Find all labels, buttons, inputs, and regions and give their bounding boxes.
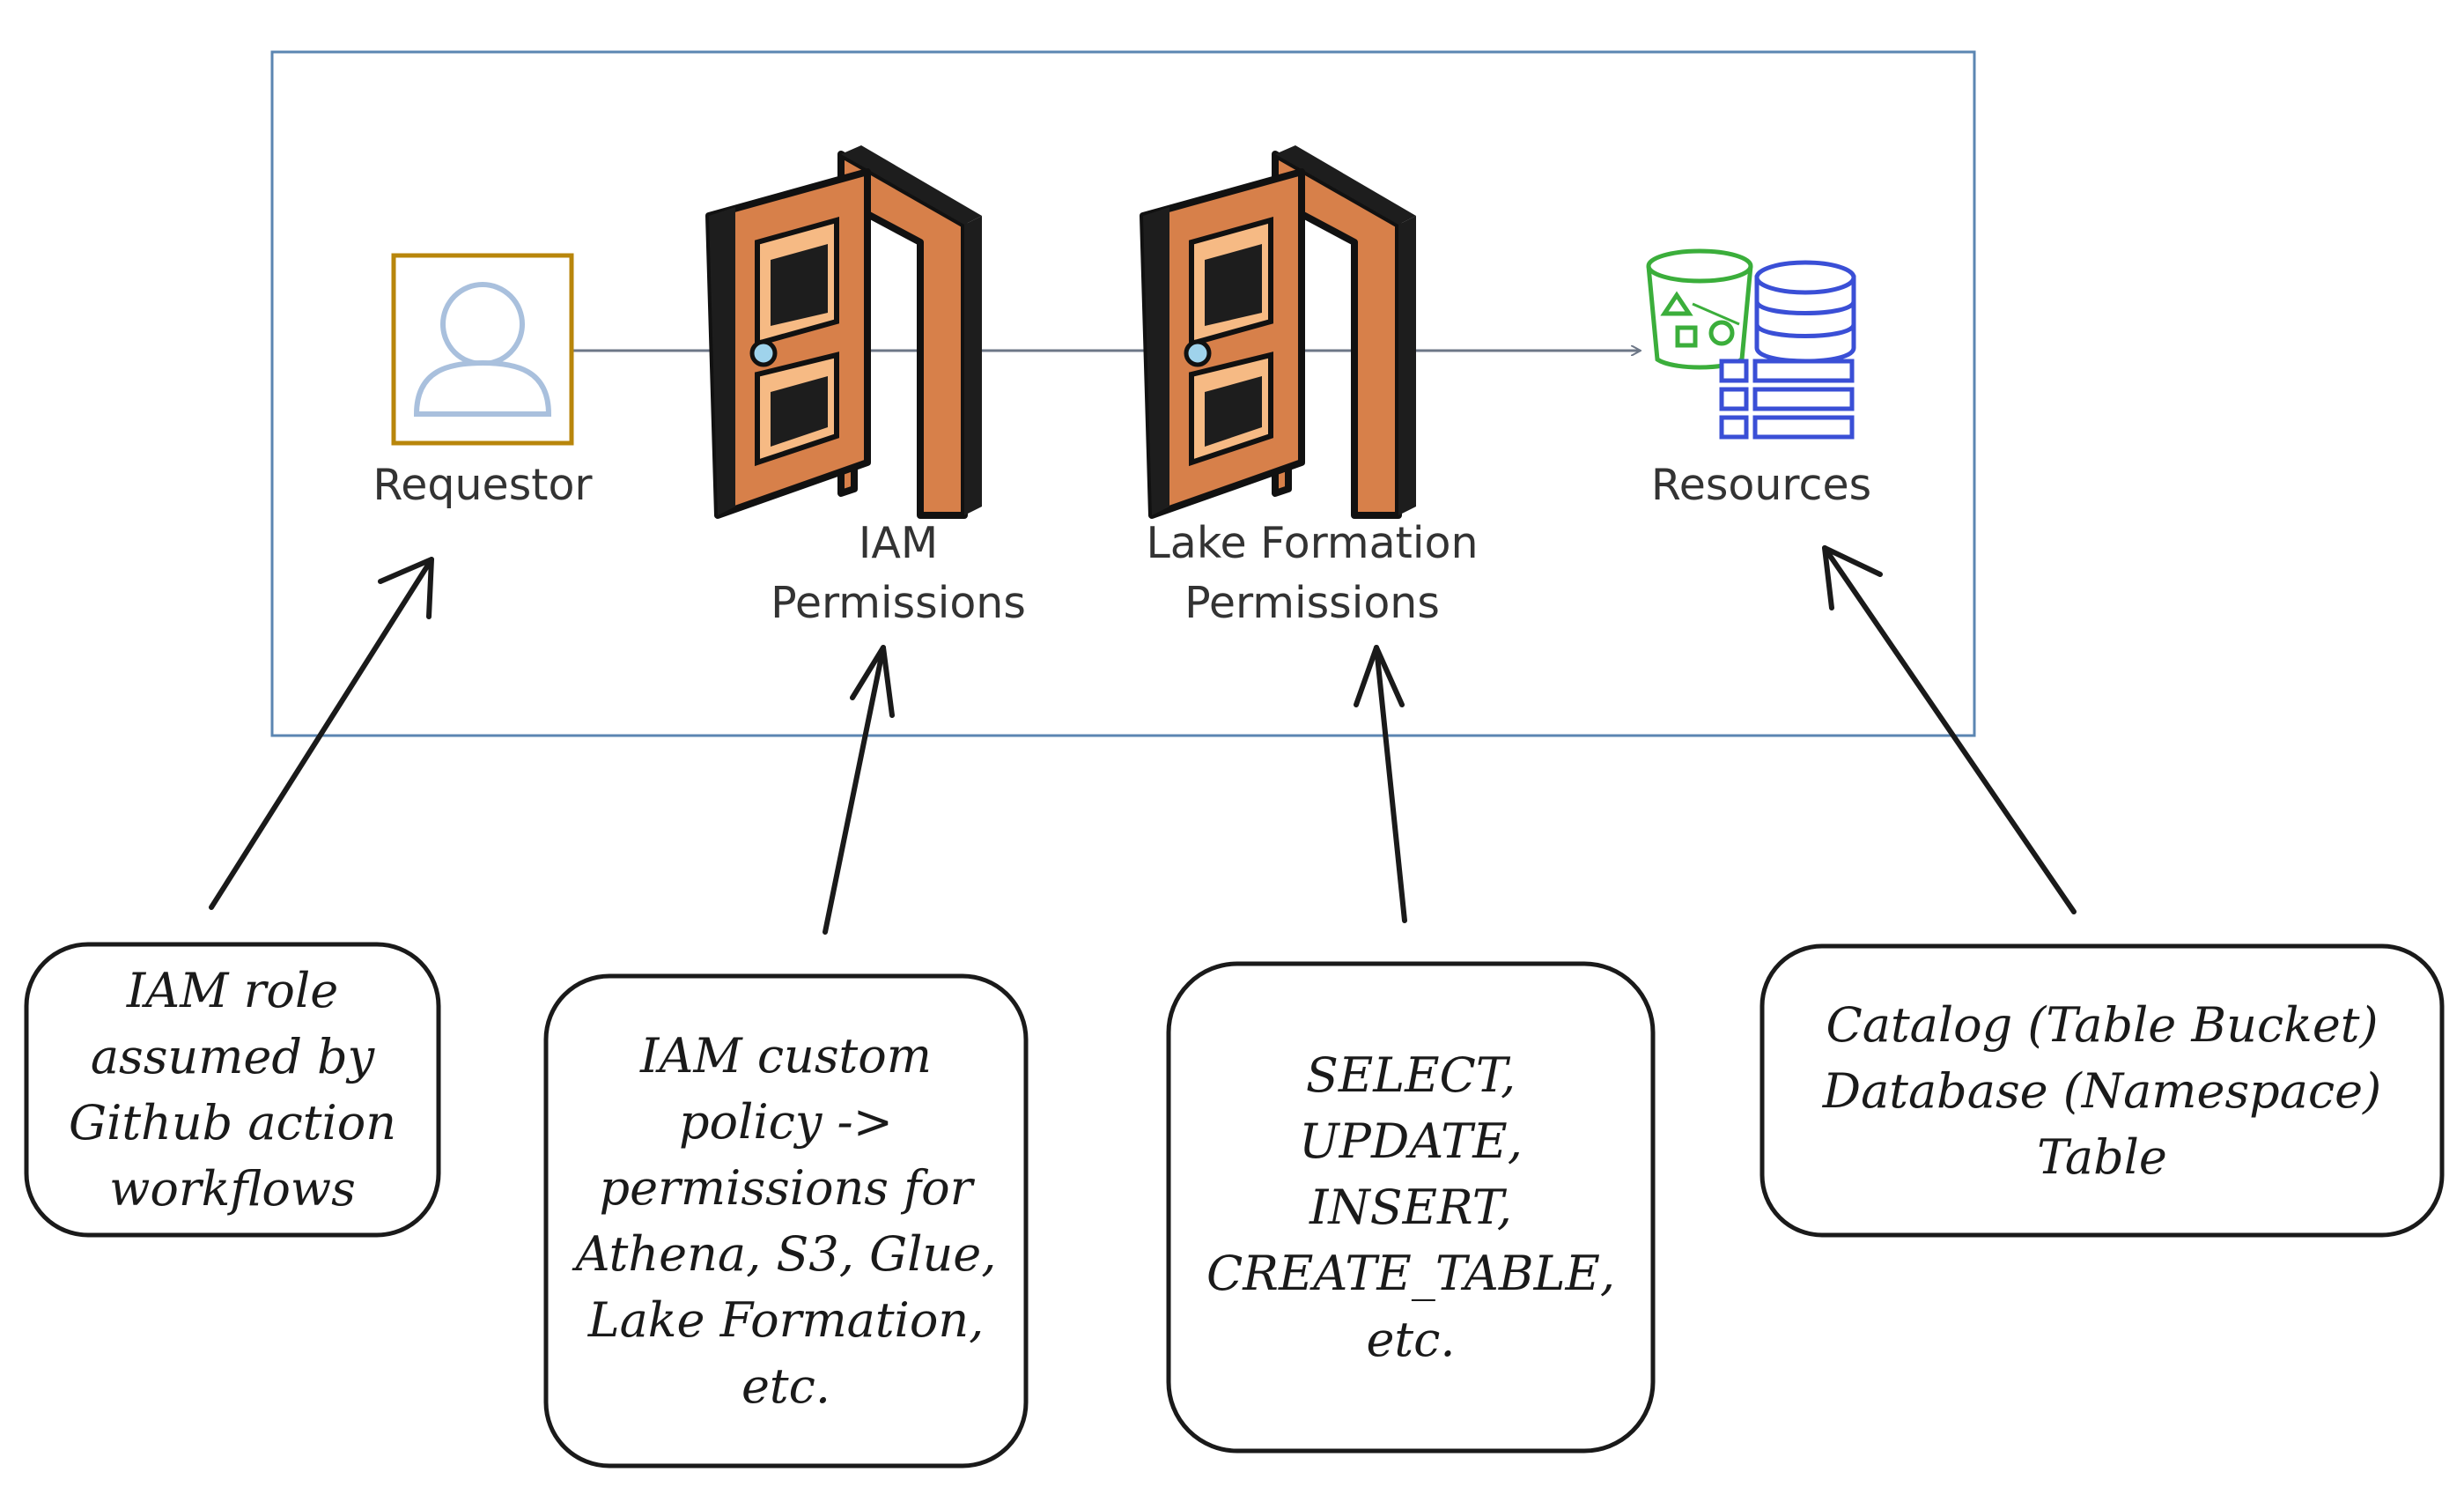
note-lake-formation: SELECT, UPDATE, INSERT, CREATE_TABLE, et…: [1169, 964, 1653, 1451]
door-icon: [705, 145, 982, 519]
database-bucket-icon: [1646, 248, 1856, 440]
note-line: UPDATE,: [1299, 1113, 1523, 1169]
note-box-lake-formation: [1166, 961, 1656, 1454]
lake-formation-label-line: Permissions: [1184, 578, 1440, 628]
note-line: INSERT,: [1309, 1180, 1512, 1235]
annotation-arrow-lake-formation: [1354, 645, 1407, 923]
requestor-label: Requestor: [350, 455, 615, 515]
note-requestor: IAM role assumed by Github action workfl…: [26, 944, 439, 1235]
annotation-arrow-resources: [1822, 545, 2077, 914]
resources-label-text: Resources: [1650, 460, 1872, 510]
annotation-arrow-iam: [823, 645, 895, 935]
note-line: Lake Formation,: [587, 1292, 985, 1348]
note-box-resources: [1759, 943, 2445, 1238]
note-box-iam: [543, 973, 1029, 1469]
note-line: SELECT,: [1305, 1047, 1516, 1103]
note-line: etc.: [1366, 1312, 1456, 1367]
table-icon: [1719, 359, 1855, 440]
iam-permissions-label: IAM Permissions: [766, 514, 1030, 633]
note-line: permissions for: [599, 1160, 973, 1216]
note-line: Athena, S3, Glue,: [575, 1226, 997, 1282]
database-icon: [1754, 260, 1856, 364]
lake-formation-permissions-label: Lake Formation Permissions: [1136, 514, 1488, 633]
lake-formation-label-line: Lake Formation: [1146, 518, 1479, 568]
iam-permissions-label-line: Permissions: [771, 578, 1026, 628]
note-line: CREATE_TABLE,: [1206, 1246, 1616, 1301]
note-box-requestor: [24, 942, 441, 1238]
note-line: workflows: [109, 1161, 356, 1217]
annotation-arrow-requestor: [209, 557, 434, 910]
note-line: policy ->: [678, 1094, 894, 1150]
iam-permissions-label-line: IAM: [858, 518, 939, 568]
bucket-icon: [1646, 248, 1753, 370]
note-line: etc.: [741, 1358, 831, 1414]
door-icon: [1140, 145, 1416, 519]
note-line: IAM custom: [640, 1028, 932, 1084]
resources-label: Resources: [1629, 455, 1893, 515]
user-icon: [391, 253, 574, 446]
note-iam: IAM custom policy -> permissions for Ath…: [546, 976, 1026, 1466]
requestor-label-text: Requestor: [373, 460, 593, 510]
note-resources: Catalog (Table Bucket) Database (Namespa…: [1762, 946, 2442, 1235]
note-line: Catalog (Table Bucket): [1826, 996, 2379, 1053]
note-line: IAM role: [126, 963, 339, 1018]
note-line: Table: [2037, 1128, 2167, 1185]
note-line: assumed by: [90, 1029, 375, 1084]
diagram-frame: [270, 50, 1976, 737]
note-line: Database (Namespace): [1822, 1062, 2382, 1119]
note-line: Github action: [68, 1095, 397, 1150]
